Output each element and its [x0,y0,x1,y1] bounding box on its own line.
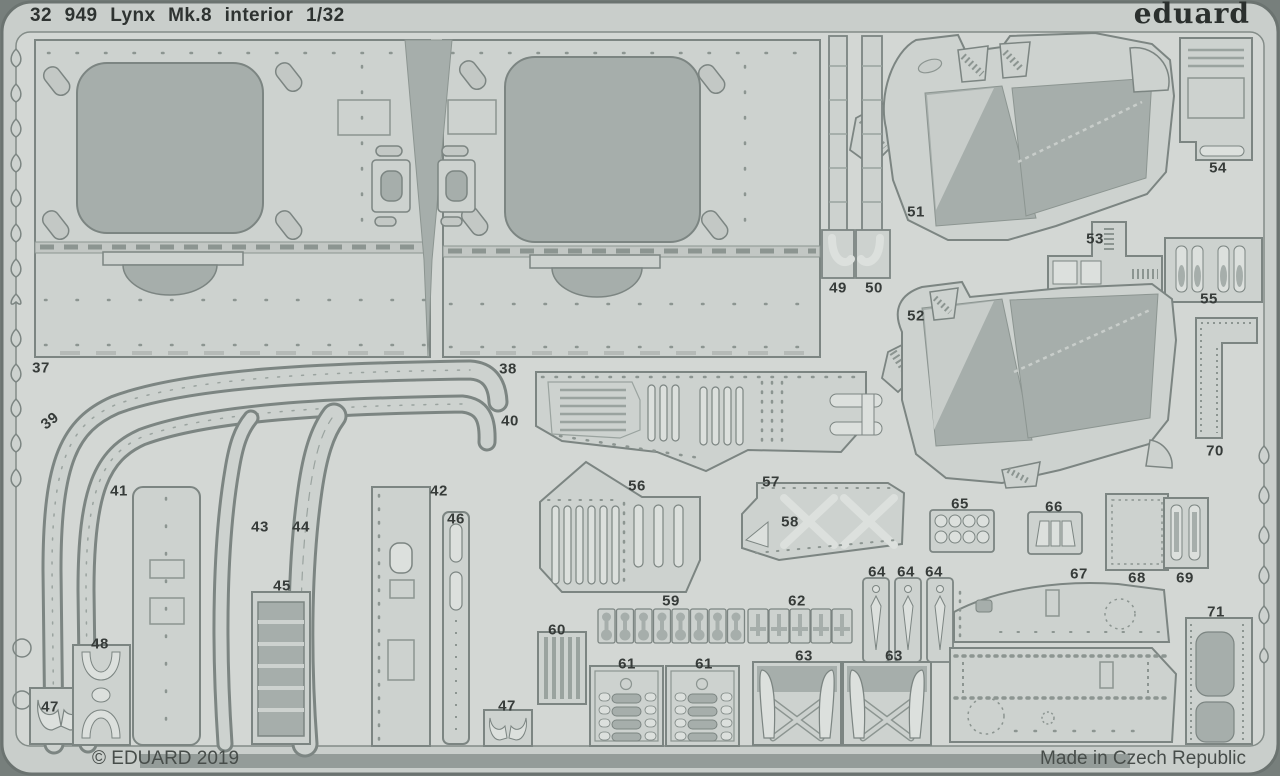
part-56-panel [539,460,701,593]
part-number-label: 69 [1176,569,1194,587]
part-57-panel [535,371,883,473]
part-43-strip [212,409,260,753]
part-number-label: 46 [447,510,465,528]
part-number-label: 52 [907,307,925,325]
part-number-label: 51 [907,203,925,221]
part-number-label: 61 [618,655,636,673]
part-number-label: 38 [499,360,517,378]
part-60-striped-panel [537,631,587,705]
part-number-label: 66 [1045,498,1063,516]
part-number-label: 71 [1207,603,1225,621]
part-70-angle-strip [1195,317,1258,439]
part-51-folded-panel [849,31,1176,241]
part-number-label: 54 [1209,159,1227,177]
part-number-label: 37 [32,359,50,377]
part-67-console [953,582,1171,643]
part-68-square-panel [1105,493,1169,571]
part-37-half-disc-cutout [122,264,218,296]
part-number-label: 67 [1070,565,1088,583]
part-40-curved-frame [76,394,497,754]
bottom-edge-step [140,754,1130,768]
part-62-strip [747,608,853,644]
part-50-rail [855,35,891,279]
made-in-text: Made in Czech Republic [1040,748,1246,769]
part-46-strip [442,511,470,745]
part-number-label: 61 [695,655,713,673]
part-number-label: 47 [498,697,516,715]
part-number-label: 60 [548,621,566,639]
part-67-lower-panel [949,647,1178,743]
eduard-logo: eduard [1133,0,1250,30]
part-38-half-disc-cutout [551,267,643,298]
part-number-label: 43 [251,518,269,536]
part-42-strip [371,486,431,747]
panel-gap-wedge [404,39,453,358]
part-37-window-cutout [76,62,264,234]
copyright-text: © EDUARD 2019 [92,748,240,769]
part-number-label: 57 [762,473,780,491]
part-37-panel [34,39,431,358]
part-38-panel [442,39,821,358]
part-number-label: 64 [925,563,943,581]
part-41-strip [132,486,201,746]
part-number-label: 63 [885,647,903,665]
part-number-label: 42 [430,482,448,500]
part-number-label: 64 [897,563,915,581]
part-number-label: 68 [1128,569,1146,587]
part-55-slot-plate [1164,237,1263,303]
part-number-label: 39 [37,408,63,434]
part-number-label: 63 [795,647,813,665]
part-number-label: 53 [1086,230,1104,248]
part-65-drilled-plate [929,509,995,553]
part-61-panels [589,665,740,747]
part-number-label: 44 [292,518,310,536]
part-number-label: 49 [829,279,847,297]
sheet-title: 32 949 Lynx Mk.8 interior 1/32 [30,5,345,26]
part-48-panel [72,644,131,746]
part-number-label: 55 [1200,290,1218,308]
part-58-xx-panel [741,482,906,562]
part-number-label: 45 [273,577,291,595]
part-number-label: 40 [501,412,519,430]
part-number-label: 64 [868,563,886,581]
right-edge-droplets [1258,444,1270,664]
part-64-blades [862,577,954,663]
part-69-twin-slots [1163,497,1209,569]
part-66-plate [1027,511,1083,555]
part-number-label: 65 [951,495,969,513]
part-39-curved-frame [41,359,509,755]
part-71-strip [1185,617,1253,745]
part-number-label: 47 [41,698,59,716]
part-54-plate [1179,37,1253,161]
part-number-label: 70 [1206,442,1224,460]
part-number-label: 62 [788,592,806,610]
part-number-label: 48 [91,635,109,653]
part-number-label: 41 [110,482,128,500]
part-49-rail [821,35,855,279]
part-number-label: 56 [628,477,646,495]
left-edge-droplets [10,47,32,710]
part-45-grid-panel [251,591,311,745]
part-47-right [483,709,533,747]
part-number-label: 50 [865,279,883,297]
part-63-panels [752,661,932,746]
part-number-label: 59 [662,592,680,610]
part-52-folded-panel [881,280,1178,489]
part-59-strip [597,608,746,644]
part-38-window-cutout [504,56,701,243]
small-bracket-parts [371,145,476,227]
part-number-label: 58 [781,513,799,531]
